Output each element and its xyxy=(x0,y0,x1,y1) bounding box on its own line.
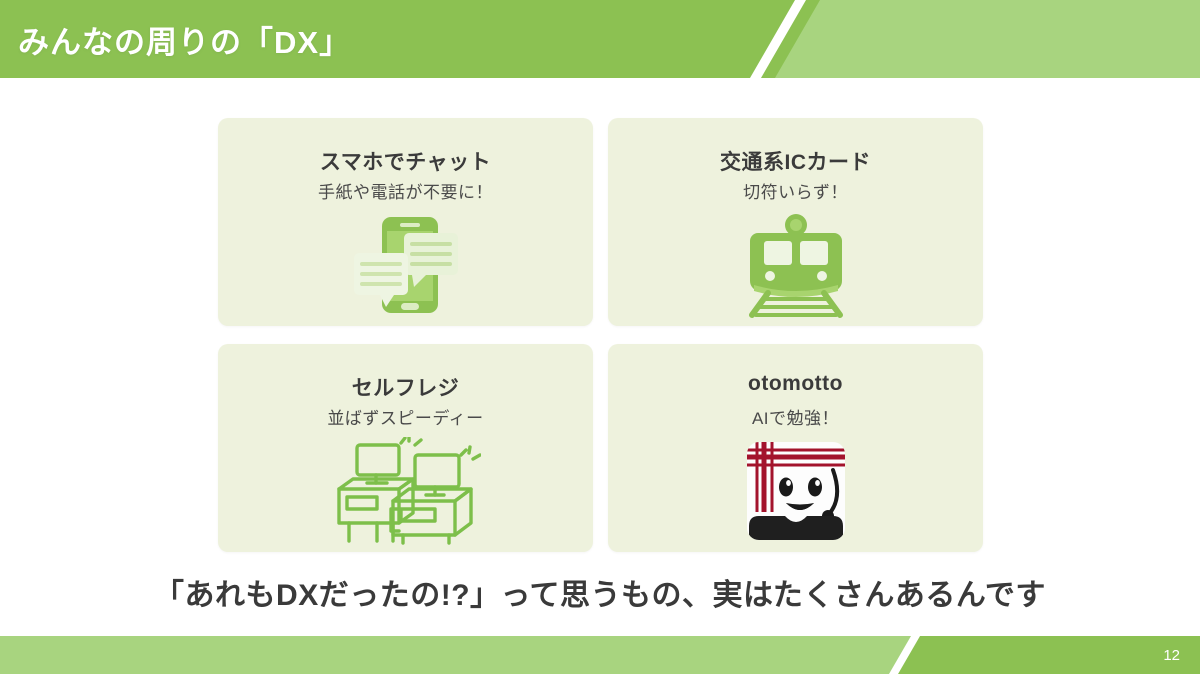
page-title: みんなの周りの「DX」 xyxy=(18,25,352,60)
card-self-checkout[interactable]: セルフレジ 並ばずスピーディー xyxy=(218,344,593,552)
card-subtitle: 切符いらず！ xyxy=(743,183,848,202)
smartphone-chat-icon xyxy=(218,210,593,320)
card-title: otomotto xyxy=(748,372,843,395)
self-checkout-kiosk-icon xyxy=(218,436,593,546)
card-smartphone-chat[interactable]: スマホでチャット 手紙や電話が不要に！ xyxy=(218,118,593,326)
slide-caption: 「あれもDXだったの!?」って思うもの、実はたくさんあるんです xyxy=(154,579,1046,612)
card-title: セルフレジ xyxy=(351,377,460,400)
card-subtitle: 手紙や電話が不要に！ xyxy=(318,183,493,202)
card-grid: スマホでチャット 手紙や電話が不要に！ xyxy=(218,118,986,552)
train-icon xyxy=(608,210,983,320)
card-title: スマホでチャット xyxy=(319,151,492,174)
card-title: 交通系ICカード xyxy=(720,151,871,174)
page-number: 12 xyxy=(1163,647,1180,664)
card-transit-ic-card[interactable]: 交通系ICカード 切符いらず！ xyxy=(608,118,983,326)
otomotto-logo-icon xyxy=(608,436,983,546)
card-subtitle: 並ばずスピーディー xyxy=(327,409,484,428)
card-otomotto[interactable]: otomotto AIで勉強！ xyxy=(608,344,983,552)
slide-header: みんなの周りの「DX」 xyxy=(0,0,1200,78)
slide-footer: 12 xyxy=(0,636,1200,674)
header-dark-band xyxy=(0,0,820,78)
footer-dark-band xyxy=(898,636,1200,674)
card-subtitle: AIで勉強！ xyxy=(751,409,840,428)
